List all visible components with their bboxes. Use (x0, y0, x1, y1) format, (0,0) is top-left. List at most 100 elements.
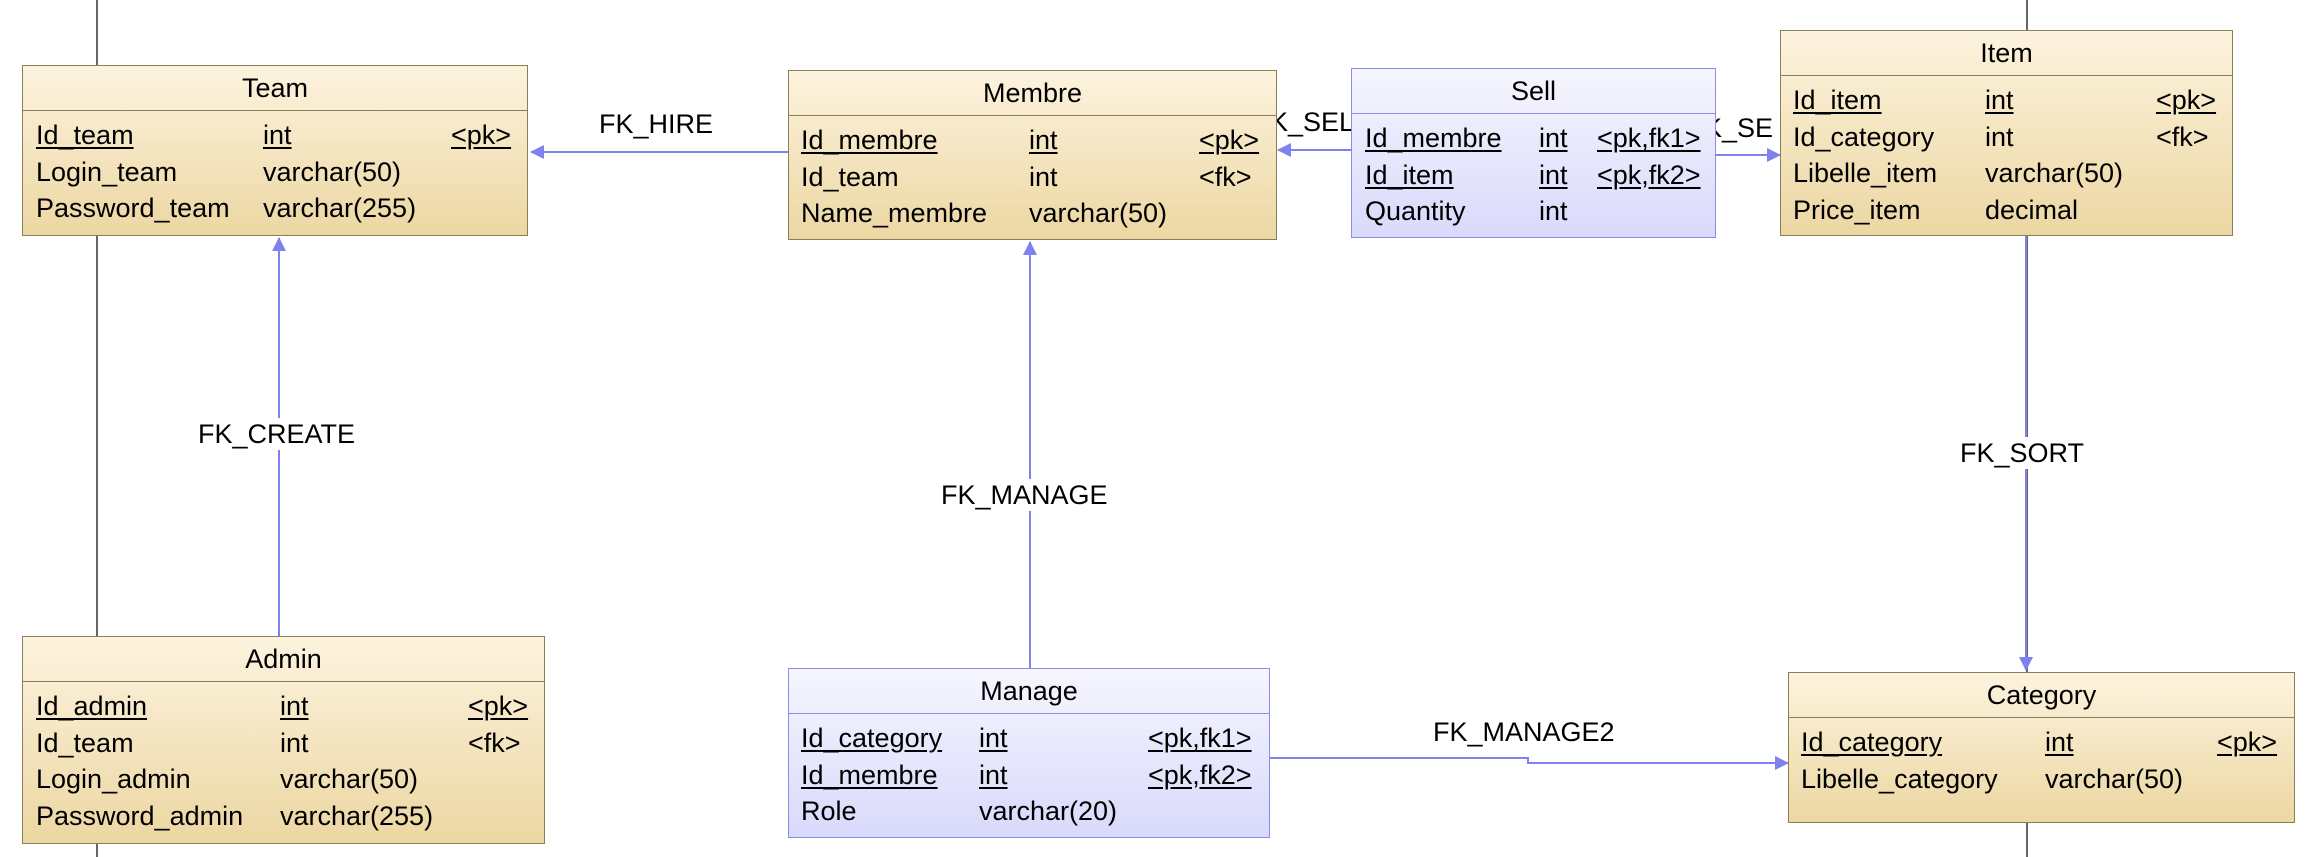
column-key: <pk> (2217, 727, 2278, 757)
column-type: int (2045, 727, 2074, 757)
column-type: int (1539, 196, 1568, 226)
column-type: varchar(20) (979, 796, 1118, 826)
table-row: Id_team int <fk> (23, 724, 544, 761)
fk-create-label: FK_CREATE (194, 418, 360, 450)
table-row: Id_membre int <pk,fk1> (1352, 119, 1715, 156)
fk-hire-label: FK_HIRE (595, 108, 718, 140)
column-type: varchar(50) (263, 156, 402, 187)
column-key: <pk> (2156, 85, 2217, 115)
column-name: Id_membre (801, 759, 938, 790)
column-type: varchar(50) (280, 764, 419, 794)
table-row: Id_category int <pk> (1789, 723, 2294, 760)
column-name: Login_team (36, 156, 178, 187)
column-key: <pk,fk1> (1597, 123, 1701, 153)
column-name: Id_category (1801, 727, 1943, 757)
table-row: Login_team varchar(50) (23, 153, 527, 190)
column-name: Id_item (1793, 85, 1882, 115)
table-row: Id_category int <fk> (1781, 118, 2232, 155)
table-row: Name_membre varchar(50) (789, 194, 1276, 231)
table-row: Password_admin varchar(255) (23, 797, 544, 834)
table-row: Password_team varchar(255) (23, 189, 527, 226)
table-title: Manage (789, 669, 1269, 714)
column-key: <fk> (1199, 161, 1252, 192)
table-row: Role varchar(20) (789, 792, 1269, 829)
table-row: Price_item decimal (1781, 191, 2232, 228)
column-name: Login_admin (36, 764, 191, 794)
table-membre[interactable]: Membre Id_membre int <pk> Id_team int <f… (788, 70, 1277, 240)
table-title: Category (1789, 673, 2294, 718)
column-key: <fk> (468, 727, 521, 758)
table-row: Quantity int (1352, 192, 1715, 229)
column-name: Quantity (1365, 196, 1466, 226)
column-key: <pk> (451, 120, 512, 150)
column-key: <pk> (1199, 125, 1260, 155)
column-name: Password_admin (36, 800, 244, 831)
column-name: Id_membre (801, 125, 938, 155)
column-type: int (263, 120, 292, 150)
table-row: Login_admin varchar(50) (23, 760, 544, 797)
column-name: Price_item (1793, 194, 1921, 225)
column-key: <pk,fk2> (1597, 159, 1701, 190)
table-item[interactable]: Item Id_item int <pk> Id_category int <f… (1780, 30, 2233, 236)
fk-sell-left-label: K_SEL (1270, 107, 1355, 137)
table-sell[interactable]: Sell Id_membre int <pk,fk1> Id_item int … (1351, 68, 1716, 238)
column-type: int (979, 723, 1008, 753)
table-title: Item (1781, 31, 2232, 76)
column-name: Role (801, 796, 857, 826)
column-name: Id_team (36, 120, 134, 150)
table-row: Id_item int <pk,fk2> (1352, 156, 1715, 193)
table-category[interactable]: Category Id_category int <pk> Libelle_ca… (1788, 672, 2295, 823)
table-team[interactable]: Team Id_team int <pk> Login_team varchar… (22, 65, 528, 236)
table-title: Membre (789, 71, 1276, 116)
column-name: Id_membre (1365, 123, 1502, 153)
column-name: Libelle_category (1801, 763, 1998, 794)
column-name: Id_category (1793, 121, 1935, 152)
table-row: Libelle_item varchar(50) (1781, 154, 2232, 191)
column-name: Id_admin (36, 691, 148, 721)
fk-sort-label: FK_SORT (1956, 437, 2089, 469)
table-row: Id_membre int <pk> (789, 121, 1276, 158)
table-row: Id_admin int <pk> (23, 687, 544, 724)
table-row: Id_category int <pk,fk1> (789, 719, 1269, 756)
table-row: Id_membre int <pk,fk2> (789, 756, 1269, 793)
column-key: <pk> (468, 691, 529, 721)
table-row: Id_item int <pk> (1781, 81, 2232, 118)
table-title: Admin (23, 637, 544, 682)
column-type: int (280, 727, 309, 758)
table-manage[interactable]: Manage Id_category int <pk,fk1> Id_membr… (788, 668, 1270, 838)
column-type: varchar(50) (1029, 198, 1168, 228)
column-name: Id_item (1365, 159, 1454, 190)
table-row: Id_team int <fk> (789, 158, 1276, 195)
column-name: Name_membre (801, 198, 988, 228)
column-type: int (1029, 161, 1058, 192)
column-name: Id_category (801, 723, 943, 753)
column-key: <fk> (2156, 121, 2209, 152)
column-key: <pk,fk2> (1148, 759, 1252, 790)
table-title: Team (23, 66, 527, 111)
table-row: Id_team int <pk> (23, 116, 527, 153)
column-name: Id_team (801, 161, 899, 192)
table-admin[interactable]: Admin Id_admin int <pk> Id_team int <fk>… (22, 636, 545, 844)
column-type: int (280, 691, 309, 721)
column-type: int (1029, 125, 1058, 155)
column-type: varchar(255) (263, 193, 417, 223)
column-type: int (1539, 159, 1568, 190)
column-type: varchar(50) (1985, 158, 2124, 188)
column-type: int (979, 759, 1008, 790)
column-type: varchar(50) (2045, 763, 2184, 794)
column-type: int (1985, 121, 2014, 152)
column-type: decimal (1985, 194, 2079, 225)
column-name: Password_team (36, 193, 230, 223)
column-name: Libelle_item (1793, 158, 1938, 188)
table-row: Libelle_category varchar(50) (1789, 760, 2294, 797)
fk-manage-label: FK_MANAGE (937, 479, 1112, 511)
table-title: Sell (1352, 69, 1715, 114)
column-key: <pk,fk1> (1148, 723, 1252, 753)
column-type: int (1539, 123, 1568, 153)
fk-manage2-line (1270, 756, 1789, 770)
column-type: int (1985, 85, 2014, 115)
column-type: varchar(255) (280, 800, 434, 831)
fk-manage2-label: FK_MANAGE2 (1429, 716, 1619, 748)
column-name: Id_team (36, 727, 134, 758)
